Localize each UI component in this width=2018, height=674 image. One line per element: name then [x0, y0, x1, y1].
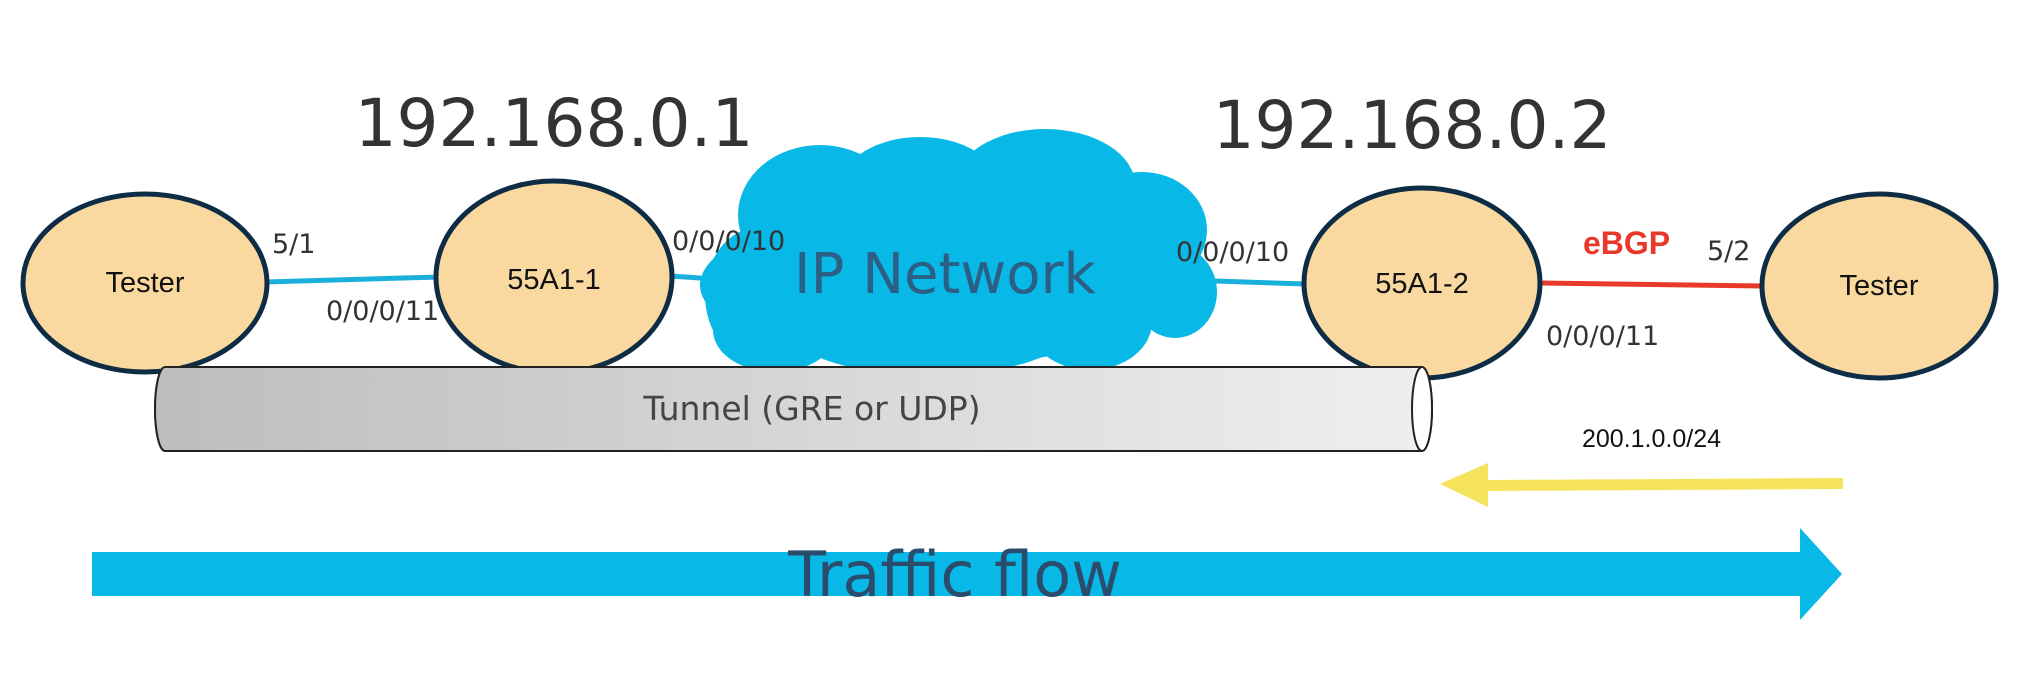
tester-left-label: Tester: [106, 267, 185, 299]
router-2-label: 55A1-2: [1375, 268, 1469, 300]
tester-right-node: [1759, 191, 1999, 381]
link-ebgp-router-2-to-tester-right: [1539, 280, 1763, 289]
tester-right-port-label: 5/2: [1707, 236, 1750, 267]
ip-network-cloud: [700, 129, 1217, 375]
traffic-flow-label: Traffic flow: [787, 538, 1122, 611]
router-1-ip: 192.168.0.1: [355, 85, 754, 162]
route-advertisement-arrow: [1440, 463, 1843, 507]
tunnel-front: [154, 366, 1423, 452]
tunnel-end-cap: [1411, 366, 1433, 452]
traffic-flow-arrow: [92, 528, 1842, 620]
ebgp-label: eBGP: [1583, 225, 1670, 261]
router-1-network-port-label: 0/0/0/10: [672, 226, 785, 257]
router-2-network-port-label: 0/0/0/10: [1176, 237, 1289, 268]
tester-left-node: [20, 191, 270, 375]
tester-left-port-label: 5/1: [272, 229, 315, 260]
cloud-label: IP Network: [794, 242, 1096, 307]
prefix-label: 200.1.0.0/24: [1582, 425, 1721, 453]
tunnel-label: Tunnel (GRE or UDP): [642, 389, 980, 428]
router-1-tester-port-label: 0/0/0/11: [326, 296, 439, 327]
tester-right-label: Tester: [1840, 270, 1919, 302]
router-2-ip: 192.168.0.2: [1213, 87, 1612, 164]
link-tester-left-to-router-1: [264, 274, 441, 285]
link-cloud-to-router-2: [1214, 278, 1306, 287]
router-2-tester-port-label: 0/0/0/11: [1546, 321, 1659, 352]
router-1-label: 55A1-1: [507, 264, 601, 296]
